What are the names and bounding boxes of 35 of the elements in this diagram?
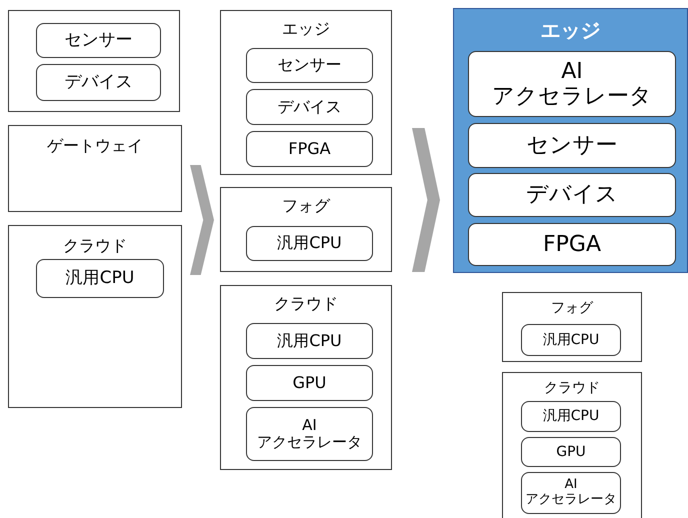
component-box: 汎用CPU [246,226,373,261]
component-box: デバイス [36,64,161,101]
component-box: 汎用CPU [521,401,621,432]
tier-heading: エッジ [281,19,331,40]
component-box: AI アクセラレータ [521,472,621,514]
component-box: AI アクセラレータ [468,51,676,117]
tier-panel [502,372,642,518]
tier-panel [220,10,392,175]
component-box: デバイス [468,173,676,217]
tier-heading: クラウド [543,379,601,397]
component-box: 汎用CPU [246,323,373,359]
component-box: 汎用CPU [521,324,621,356]
component-box: センサー [36,23,161,58]
component-box: デバイス [246,89,373,125]
tier-heading: フォグ [550,299,594,317]
tier-panel [502,292,642,362]
component-box: GPU [246,365,373,401]
component-box: センサー [468,123,676,168]
tier-heading: クラウド [273,294,339,315]
tier-heading: ゲートウェイ [46,136,144,157]
component-box: 汎用CPU [36,259,164,298]
tier-panel [220,285,392,470]
tier-panel [220,187,392,272]
component-box: センサー [246,48,373,83]
component-box: AI アクセラレータ [246,407,373,461]
tier-panel [8,225,182,408]
tier-panel [8,125,182,212]
tier-panel [8,10,180,112]
component-box: GPU [521,437,621,467]
tier-heading: エッジ [540,17,602,44]
tier-heading: フォグ [281,196,332,217]
tier-panel [453,8,688,273]
component-box: FPGA [468,223,676,266]
component-box: FPGA [246,131,373,167]
tier-heading: クラウド [62,236,128,257]
